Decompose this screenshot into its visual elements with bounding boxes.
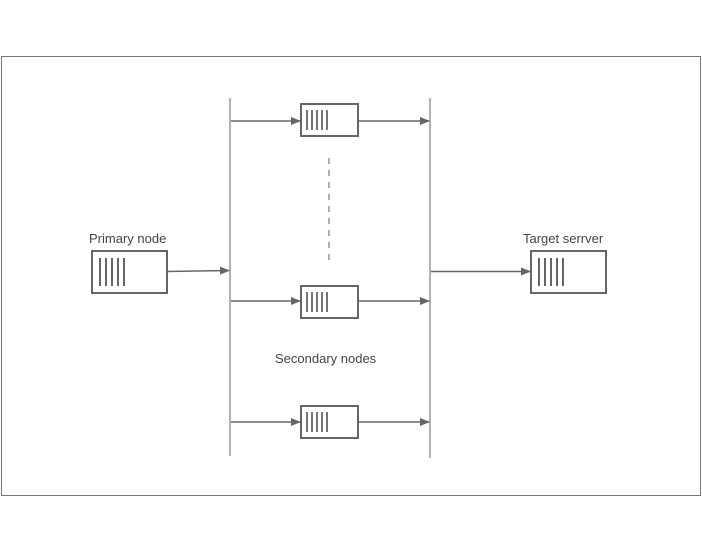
server-queue-icon bbox=[306, 292, 328, 312]
primary-node[interactable] bbox=[91, 250, 168, 294]
secondary-node-2[interactable] bbox=[300, 285, 359, 319]
server-queue-icon bbox=[99, 258, 125, 286]
target-server[interactable] bbox=[530, 250, 607, 294]
secondary-nodes-label: Secondary nodes bbox=[275, 351, 377, 366]
diagram-frame bbox=[1, 56, 701, 496]
secondary-node-3[interactable] bbox=[300, 405, 359, 439]
secondary-node-1[interactable] bbox=[300, 103, 359, 137]
server-queue-icon bbox=[306, 412, 328, 432]
server-queue-icon bbox=[538, 258, 564, 286]
primary-to-bus-arrow bbox=[166, 266, 230, 275]
primary-node-label: Primary node bbox=[89, 231, 166, 246]
server-queue-icon bbox=[306, 110, 328, 130]
target-server-label: Target serrver bbox=[523, 231, 604, 246]
